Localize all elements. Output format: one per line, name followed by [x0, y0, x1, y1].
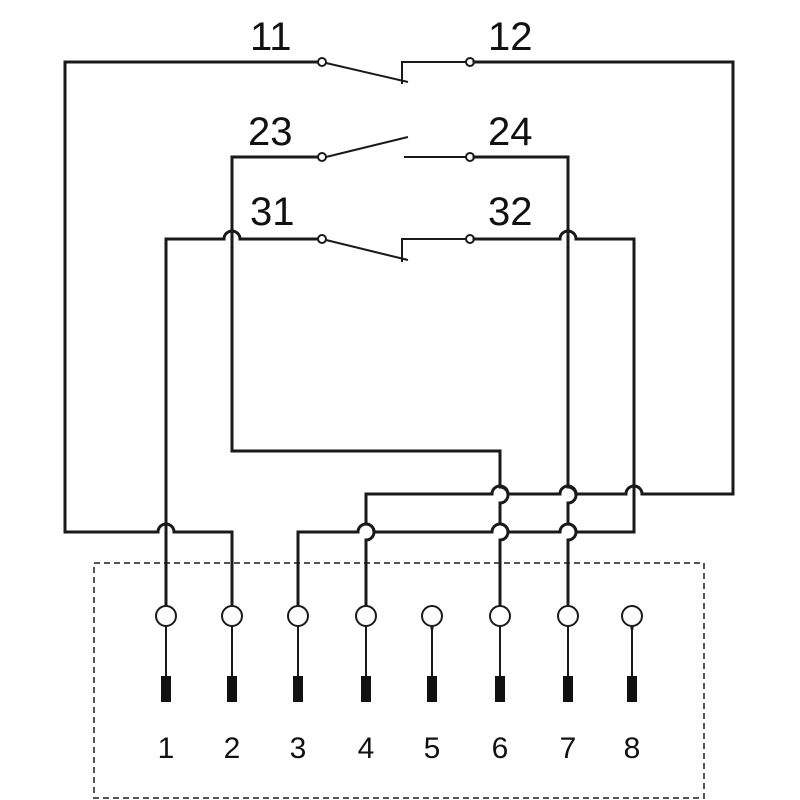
pin-1: 1 — [155, 605, 177, 765]
switch-blade-31-32 — [325, 239, 409, 261]
contact-31-32: 31 32 — [164, 190, 636, 496]
terminal-11 — [317, 57, 327, 67]
pin-terminal-1 — [155, 605, 177, 627]
fixed-contact-32 — [401, 238, 466, 262]
pin-label-3: 3 — [290, 732, 307, 765]
pin-terminal-6 — [489, 605, 511, 627]
pin-label-6: 6 — [492, 732, 509, 765]
wire-24 — [472, 155, 570, 232]
contact-23-24: 23 24 — [230, 110, 570, 232]
terminal-23 — [317, 152, 327, 162]
pin-label-7: 7 — [560, 732, 577, 765]
pin-8: 8 — [621, 605, 643, 765]
pin-plug-1 — [161, 676, 171, 702]
label-12: 12 — [488, 15, 533, 59]
pin-terminal-2 — [221, 605, 243, 627]
pin-plug-2 — [227, 676, 237, 702]
pin-5: 5 — [421, 605, 443, 765]
pin-2: 2 — [221, 605, 243, 765]
pin-label-2: 2 — [224, 732, 241, 765]
connector-pins: 1 2 3 4 5 6 7 8 — [155, 605, 643, 765]
pin-plug-7 — [563, 676, 573, 702]
pin-6: 6 — [489, 605, 511, 765]
label-31: 31 — [250, 190, 295, 234]
pin-terminal-8 — [621, 605, 643, 627]
pin-plug-8 — [627, 676, 637, 702]
pin-plug-6 — [495, 676, 505, 702]
wire-24-to-pin7 — [566, 228, 578, 614]
pin-7: 7 — [557, 605, 579, 765]
wire-12 — [472, 60, 735, 496]
pin-plug-3 — [293, 676, 303, 702]
wire-12-to-pin4 — [364, 484, 650, 614]
wire-11-to-pin2 — [63, 60, 234, 614]
connector-housing — [93, 562, 705, 799]
pin-3: 3 — [287, 605, 309, 765]
wire-31 — [164, 229, 320, 260]
label-32: 32 — [488, 190, 533, 234]
contact-11-12: 11 12 — [63, 15, 735, 496]
pin-label-8: 8 — [624, 732, 641, 765]
pin-terminal-7 — [557, 605, 579, 627]
switch-blade-23-24 — [325, 136, 409, 158]
fixed-contact-12 — [401, 61, 466, 84]
pin-label-4: 4 — [358, 732, 375, 765]
pin-label-1: 1 — [158, 732, 175, 765]
label-23: 23 — [248, 110, 293, 154]
terminal-31 — [317, 234, 327, 244]
wire-32 — [472, 229, 636, 496]
pin-plug-5 — [427, 676, 437, 702]
pin-terminal-5 — [421, 605, 443, 627]
label-11: 11 — [250, 15, 292, 59]
switch-blade-11-12 — [325, 62, 409, 83]
pin-terminal-4 — [355, 605, 377, 627]
pin-terminal-3 — [287, 605, 309, 627]
pin-plug-4 — [361, 676, 371, 702]
wire-32-to-pin3 — [296, 492, 636, 614]
pin-label-5: 5 — [424, 732, 441, 765]
label-24: 24 — [488, 110, 533, 154]
pin-4: 4 — [355, 605, 377, 765]
